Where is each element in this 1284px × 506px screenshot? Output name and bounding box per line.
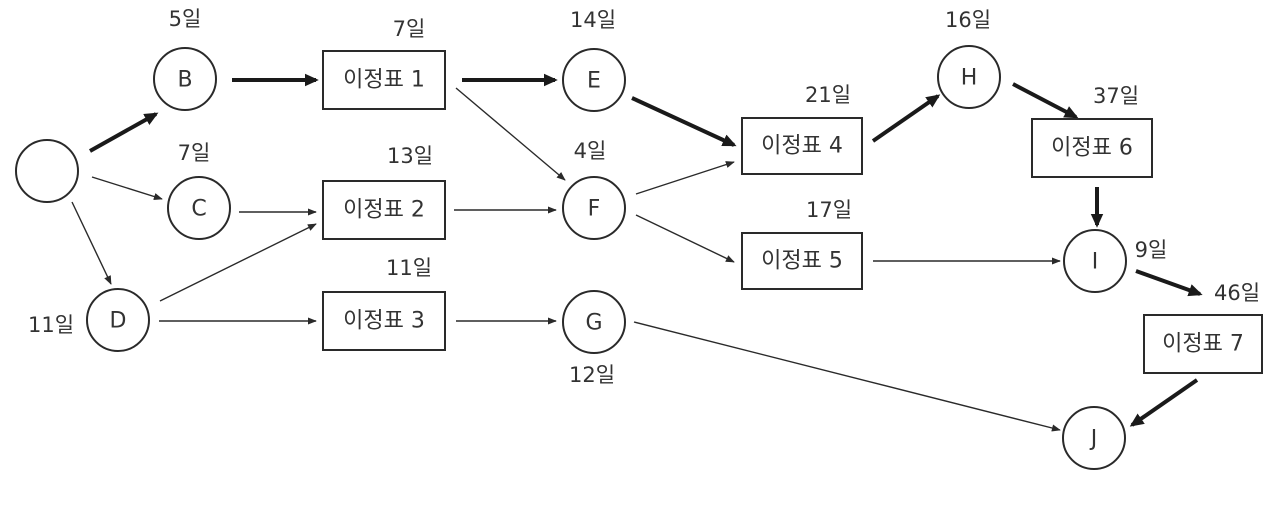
edge-d-m2 — [159, 223, 317, 302]
node-f-label: F — [588, 197, 601, 222]
milestone-2-label: 이정표 2 — [343, 198, 425, 223]
node-i-label: I — [1092, 250, 1099, 275]
node-b-label: B — [177, 68, 192, 93]
milestone-5-duration: 17일 — [806, 198, 852, 222]
milestone-3-label: 이정표 3 — [343, 309, 425, 334]
node-e-label: E — [587, 69, 601, 94]
node-c: C — [167, 176, 231, 240]
node-c-duration: 7일 — [178, 141, 211, 165]
edge-f-m4 — [635, 161, 735, 195]
milestone-4-label: 이정표 4 — [761, 134, 843, 159]
milestone-2: 이정표 2 — [322, 180, 446, 240]
edge-e-m4 — [631, 96, 737, 147]
node-h-label: H — [961, 66, 978, 91]
milestone-3-duration: 11일 — [386, 256, 432, 280]
node-b: B — [153, 47, 217, 111]
node-i-duration: 9일 — [1135, 238, 1168, 262]
node-g: G — [562, 290, 626, 354]
node-h-duration: 16일 — [945, 8, 991, 32]
milestone-6-label: 이정표 6 — [1051, 136, 1133, 161]
milestone-1: 이정표 1 — [322, 50, 446, 110]
milestone-7-label: 이정표 7 — [1162, 332, 1244, 357]
edge-m7-j — [1129, 378, 1199, 427]
milestone-4-duration: 21일 — [805, 83, 851, 107]
edge-start-b — [89, 112, 159, 153]
milestone-6-duration: 37일 — [1093, 84, 1139, 108]
milestone-1-duration: 7일 — [393, 17, 426, 41]
node-b-duration: 5일 — [169, 7, 202, 31]
milestone-4: 이정표 4 — [741, 117, 863, 175]
milestone-2-duration: 13일 — [387, 144, 433, 168]
node-g-label: G — [585, 311, 602, 336]
node-e-duration: 14일 — [570, 8, 616, 32]
node-j-label: J — [1089, 427, 1098, 452]
milestone-7-duration: 46일 — [1214, 281, 1260, 305]
milestone-5: 이정표 5 — [741, 232, 863, 290]
edge-m4-h — [871, 94, 941, 143]
milestone-5-label: 이정표 5 — [761, 249, 843, 274]
node-d-duration: 11일 — [28, 313, 74, 337]
node-f-duration: 4일 — [574, 139, 607, 163]
node-d: D — [86, 288, 150, 352]
milestone-1-label: 이정표 1 — [343, 68, 425, 93]
edge-h-m6 — [1012, 82, 1079, 119]
edge-g-j — [633, 321, 1061, 432]
edge-i-m7 — [1135, 269, 1203, 297]
node-h: H — [937, 45, 1001, 109]
edge-f-m5 — [635, 214, 735, 263]
edge-start-d — [71, 201, 112, 285]
node-f: F — [562, 176, 626, 240]
node-start — [15, 139, 79, 203]
node-e: E — [562, 48, 626, 112]
node-d-label: D — [110, 309, 127, 334]
edge-start-c — [91, 176, 163, 201]
edges — [71, 73, 1203, 432]
edge-m1-f — [455, 87, 566, 181]
node-g-duration: 12일 — [569, 363, 615, 387]
milestone-3: 이정표 3 — [322, 291, 446, 351]
node-i: I — [1063, 229, 1127, 293]
node-j: J — [1062, 406, 1126, 470]
milestone-7: 이정표 7 — [1143, 314, 1263, 374]
milestone-6: 이정표 6 — [1031, 118, 1153, 178]
node-c-label: C — [191, 197, 206, 222]
